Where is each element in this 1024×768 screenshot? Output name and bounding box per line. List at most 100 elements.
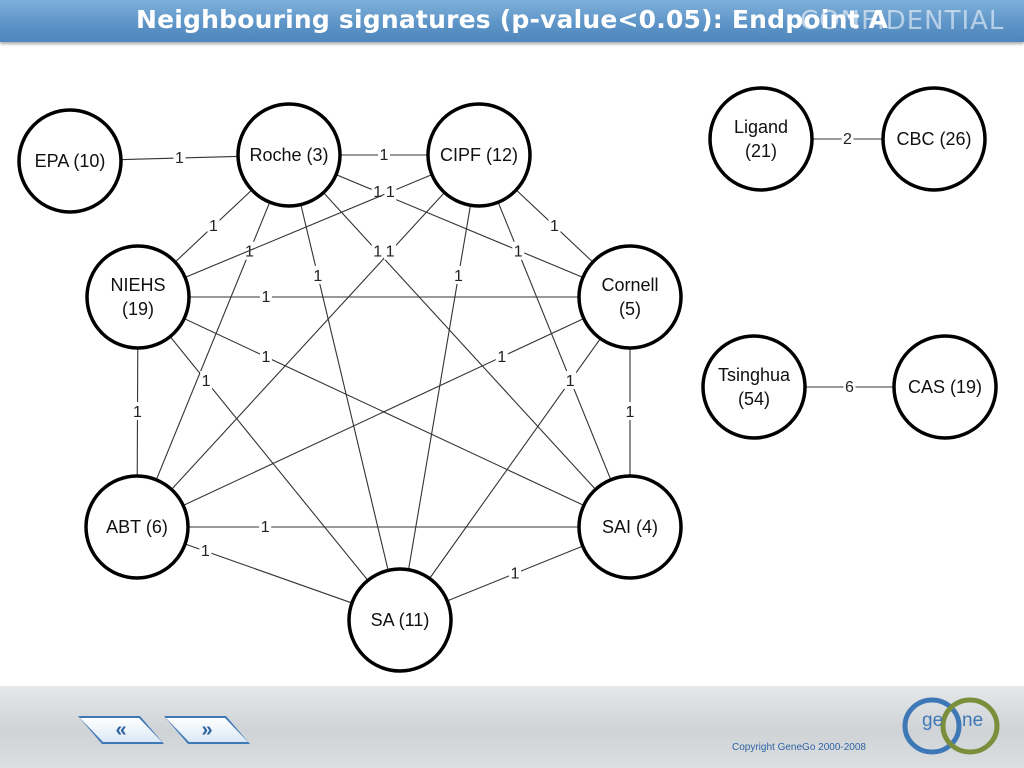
node-cbc: CBC (26) xyxy=(881,86,987,192)
edge-label-background xyxy=(548,216,561,234)
edge-label: 1 xyxy=(261,349,270,366)
node-sa: SA (11) xyxy=(347,567,453,673)
node-label: ABT (6) xyxy=(106,517,168,537)
node-label: Ligand xyxy=(734,117,788,137)
edge-roche-abt xyxy=(136,154,290,528)
edge-label-background xyxy=(199,541,212,560)
node-circle xyxy=(881,86,987,192)
genego-logo: ge ne xyxy=(902,697,1000,755)
node-circle xyxy=(892,334,998,440)
edge-label: 1 xyxy=(202,373,211,390)
node-circle xyxy=(236,102,342,208)
edge-cipf-abt xyxy=(136,154,480,528)
edge-cipf-sa xyxy=(399,154,480,621)
node-circle xyxy=(708,86,814,192)
node-label: (19) xyxy=(122,299,154,319)
edge-label-background xyxy=(509,563,521,582)
node-niehs: NIEHS (19) xyxy=(85,244,191,350)
node-label: EPA (10) xyxy=(35,151,106,171)
node-circle xyxy=(84,474,190,580)
edge-roche-sai xyxy=(288,154,631,528)
edge-label-background xyxy=(259,346,272,365)
edge-label-background xyxy=(371,241,384,260)
edge-label: 2 xyxy=(843,131,852,148)
node-label: Tsinghua xyxy=(718,365,791,385)
edge-label: 1 xyxy=(380,147,389,164)
node-label: Cornell xyxy=(601,275,658,295)
edge-niehs-sa xyxy=(137,296,401,621)
edge-label: 1 xyxy=(373,184,382,201)
edge-label: 1 xyxy=(511,566,520,583)
edge-label-background xyxy=(512,241,525,260)
edge-label: 1 xyxy=(386,184,395,201)
edge-label: 1 xyxy=(566,373,575,390)
copyright-text: Copyright GeneGo 2000-2008 xyxy=(732,742,866,753)
confidential-watermark: CONFIDENTIAL xyxy=(800,6,1005,36)
edge-label-background xyxy=(384,181,397,200)
edge-label-background xyxy=(173,148,186,166)
node-circle xyxy=(577,244,683,350)
node-epa: EPA (10) xyxy=(17,108,123,214)
edge-label: 1 xyxy=(209,218,218,235)
node-cas: CAS (19) xyxy=(892,334,998,440)
node-ligand: Ligand (21) xyxy=(708,86,814,192)
logo-text-ne: ne xyxy=(962,710,983,731)
edge-label-background xyxy=(207,216,220,234)
node-label: (54) xyxy=(738,389,770,409)
node-label: NIEHS xyxy=(110,275,165,295)
edge-label: 1 xyxy=(201,543,210,560)
edge-label-background xyxy=(378,145,390,163)
edge-label-background xyxy=(259,517,272,535)
edge-label-background xyxy=(259,287,272,305)
edge-cipf-sai xyxy=(478,154,631,528)
edge-roche-cornell xyxy=(288,154,631,298)
node-label: SA (11) xyxy=(371,610,430,630)
edge-label-background xyxy=(200,370,213,389)
edge-label: 1 xyxy=(386,244,395,261)
page-title: Neighbouring signatures (p-value<0.05): … xyxy=(136,5,889,34)
node-circle xyxy=(85,244,191,350)
edge-label: 1 xyxy=(454,268,463,285)
edge-label: 1 xyxy=(373,244,382,261)
edge-label: 1 xyxy=(514,244,523,261)
node-circle xyxy=(701,334,807,440)
edge-cipf-niehs xyxy=(137,154,480,298)
edge-label-background xyxy=(452,265,465,284)
node-circle xyxy=(347,567,453,673)
header-bar: CONFIDENTIAL Neighbouring signatures (p-… xyxy=(0,0,1024,42)
footer-bar xyxy=(0,686,1024,768)
node-circle xyxy=(17,108,123,214)
node-label: SAI (4) xyxy=(602,517,658,537)
edge-label: 1 xyxy=(313,268,322,285)
edge-label-background xyxy=(495,346,508,365)
edge-cornell-sa xyxy=(399,296,631,621)
edge-label: 1 xyxy=(261,519,270,536)
double-chevron-left-icon: « xyxy=(115,718,127,741)
edge-label: 1 xyxy=(550,218,559,235)
node-roche: Roche (3) xyxy=(236,102,342,208)
node-tsinghua: Tsinghua (54) xyxy=(701,334,807,440)
node-circle xyxy=(577,474,683,580)
node-circle xyxy=(426,102,532,208)
edge-label-background xyxy=(384,241,397,260)
edge-label: 1 xyxy=(175,150,184,167)
edge-label-background xyxy=(131,402,144,420)
edge-cornell-abt xyxy=(136,296,631,528)
edge-label: 1 xyxy=(626,404,635,421)
edge-roche-sa xyxy=(288,154,401,621)
logo-text-ge: ge xyxy=(922,710,943,731)
edge-label-background xyxy=(624,402,636,420)
edge-label-background xyxy=(843,377,856,395)
node-label: Roche (3) xyxy=(249,145,328,165)
edge-label: 1 xyxy=(497,349,506,366)
edge-label-background xyxy=(311,265,324,284)
node-sai: SAI (4) xyxy=(577,474,683,580)
node-cornell: Cornell(5) xyxy=(577,244,683,350)
edge-label: 1 xyxy=(245,244,254,261)
double-chevron-right-icon: » xyxy=(201,718,213,741)
edge-label: 1 xyxy=(133,404,142,421)
node-label: CAS (19) xyxy=(908,377,982,397)
node-label: (21) xyxy=(745,141,777,161)
edge-label: 1 xyxy=(261,289,270,306)
